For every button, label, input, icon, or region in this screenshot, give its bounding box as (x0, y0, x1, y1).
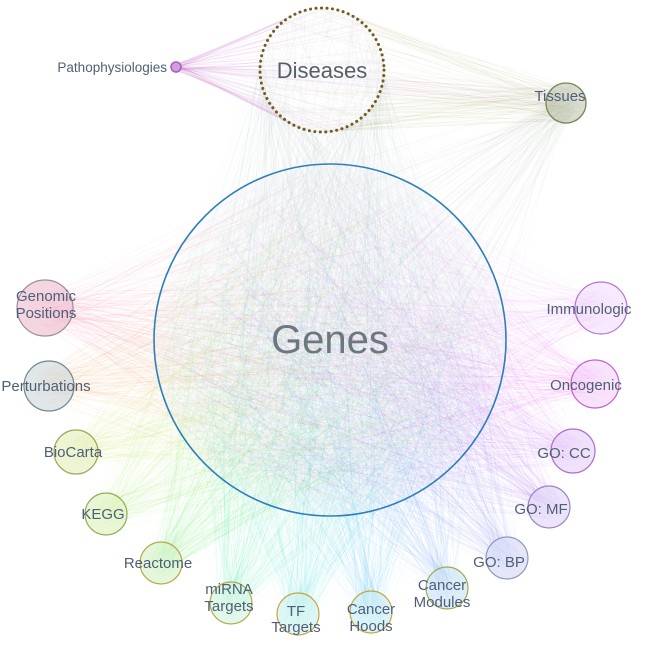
node-tissues[interactable] (545, 82, 587, 124)
bundle-perturbations-to-genes (31, 177, 498, 507)
node-genomic-positions[interactable] (16, 279, 74, 337)
node-tf-targets[interactable] (276, 592, 320, 636)
bundle-immunologic-to-genes (165, 179, 619, 494)
bundle-biocarta-to-genes (61, 183, 494, 503)
bundle-cancer-hoods-to-genes (193, 179, 500, 626)
node-genes[interactable] (153, 163, 507, 517)
node-label-genes: Genes (271, 318, 389, 362)
bundle-oncogenic-to-genes (174, 172, 611, 494)
node-diseases[interactable] (258, 6, 386, 134)
nodes-layer (16, 6, 628, 636)
node-label-go-bp: GO: BP (473, 554, 525, 571)
labels-layer: Genes Diseases PathophysiologiesTissuesGen… (1, 58, 632, 636)
bundle-diseases-to-genes (165, 7, 500, 505)
node-reactome[interactable] (139, 541, 183, 585)
edge-bundles-layer (26, 7, 619, 629)
bundle-reactome-to-genes (146, 176, 492, 577)
bundle-tf-targets-to-genes (165, 170, 483, 629)
bundle-diseases-to-tissues (259, 7, 583, 133)
node-label-oncogenic: Oncogenic (550, 377, 622, 394)
node-go-cc[interactable] (550, 428, 596, 474)
node-pathophysiologies[interactable] (170, 61, 182, 73)
node-label-biocarta: BioCarta (44, 444, 103, 461)
bundle-cancer-modules-to-genes (164, 172, 498, 603)
node-label-kegg: KEGG (81, 506, 124, 523)
node-label-perturbations: Perturbations (1, 378, 90, 395)
node-perturbations[interactable] (23, 360, 75, 412)
bundle-pathophysiologies-to-tissues (173, 63, 582, 120)
bundle-mirna-targets-to-genes (159, 173, 489, 618)
node-label-diseases: Diseases (277, 58, 367, 83)
node-label-go-cc: GO: CC (537, 445, 591, 462)
node-cancer-modules[interactable] (425, 566, 469, 610)
node-biocarta[interactable] (53, 429, 99, 475)
node-label-reactome: Reactome (124, 555, 192, 572)
node-immunologic[interactable] (574, 281, 628, 335)
node-go-mf[interactable] (527, 485, 571, 529)
node-label-immunologic: Immunologic (546, 301, 632, 318)
node-go-bp[interactable] (485, 536, 529, 580)
bundle-tissues-to-genes (159, 89, 580, 506)
bundle-go-cc-to-genes (168, 171, 588, 496)
node-oncogenic[interactable] (570, 359, 620, 409)
bundle-go-mf-to-genes (162, 172, 564, 521)
node-kegg[interactable] (84, 492, 128, 536)
node-cancer-hoods[interactable] (349, 590, 393, 634)
node-label-pathophysiologies: Pathophysiologies (57, 60, 167, 75)
node-mirna-targets[interactable] (209, 581, 253, 625)
node-label-go-mf: GO: MF (514, 501, 567, 518)
node-label-tissues: Tissues (534, 88, 585, 105)
bundle-go-bp-to-genes (161, 173, 521, 573)
